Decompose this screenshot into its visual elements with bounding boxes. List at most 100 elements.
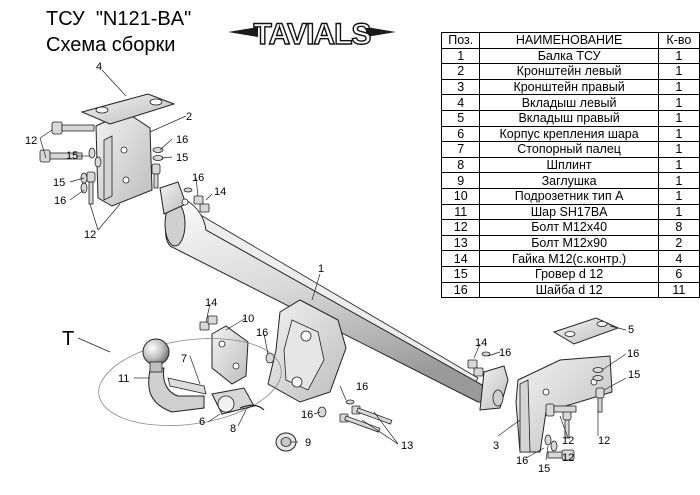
callout-13: 13 [401, 440, 413, 452]
washer-icon [544, 434, 552, 446]
cell-name: Заглушка [479, 172, 659, 189]
callout-16: 16 [356, 381, 368, 393]
callout-15: 15 [538, 463, 550, 475]
bolt-icon [545, 403, 577, 417]
callout-16: 16 [176, 134, 188, 146]
nut-icon [467, 359, 478, 369]
bolt-icon [86, 171, 96, 205]
callout-1: 1 [318, 263, 324, 275]
callout-9: 9 [305, 437, 311, 449]
callout-3: 3 [493, 440, 499, 452]
washer-icon [345, 399, 355, 405]
callout-15: 15 [53, 177, 65, 189]
callout-10: 10 [242, 313, 254, 325]
callout-14: 14 [475, 337, 487, 349]
logo-text: TAVIALS [254, 18, 371, 51]
cell-pos: 13 [440, 234, 481, 252]
callout-12: 12 [598, 435, 610, 447]
callout-12: 12 [562, 452, 574, 464]
washer-icon [80, 182, 88, 194]
washer-icon [592, 375, 604, 381]
callout-16: 16 [499, 347, 511, 359]
washer-icon [152, 147, 164, 153]
tow-ball-icon [142, 338, 170, 366]
washer-icon [94, 156, 102, 168]
col-header-name: НАИМЕНОВАНИЕ [479, 32, 659, 49]
callout-7: 7 [181, 353, 187, 365]
callout-12: 12 [562, 435, 574, 447]
nut-icon [193, 195, 204, 205]
bolt-icon [547, 449, 575, 461]
washer-icon [183, 187, 193, 193]
socket-mount-plate [211, 325, 249, 385]
washer-icon [550, 440, 558, 452]
washer-icon [317, 406, 327, 418]
callout-2: 2 [186, 111, 192, 123]
cell-name: Вкладыш правый [479, 109, 659, 127]
tow-ball-group [98, 338, 282, 426]
ball-mount-bracket [267, 299, 347, 403]
bolt-icon [562, 409, 572, 439]
callout-15: 15 [66, 150, 78, 162]
title-block: ТСУ "N121-BA" Схема сборки [46, 6, 191, 58]
tow-beam [159, 181, 501, 403]
beam-right-plate [479, 365, 509, 411]
bolt-icon [151, 163, 161, 189]
tavials-logo: TAVIALS [228, 17, 396, 52]
callout-16: 16 [301, 409, 313, 421]
callout-16: 16 [256, 327, 268, 339]
plug-cap [275, 432, 297, 452]
washer-icon [88, 147, 96, 159]
group-label-t: T [62, 328, 74, 350]
callout-5: 5 [628, 324, 634, 336]
callout-12: 12 [84, 229, 96, 241]
callout-8: 8 [230, 423, 236, 435]
bolt-icon [51, 121, 95, 135]
callout-14: 14 [214, 186, 226, 198]
cell-pos: 14 [440, 250, 481, 267]
cell-qty: 1 [657, 63, 700, 80]
cell-pos: 15 [440, 265, 481, 283]
cell-qty: 1 [657, 125, 700, 143]
bolt-icon [595, 387, 605, 413]
washer-icon [481, 351, 491, 357]
right-insert-plate [552, 317, 620, 345]
model-title: ТСУ "N121-BA" [46, 8, 192, 30]
callout-16: 16 [192, 172, 204, 184]
cell-pos: 7 [440, 141, 481, 158]
callout-6: 6 [199, 416, 205, 428]
cell-name: Кронштейн левый [479, 63, 659, 80]
left-bracket [95, 111, 153, 207]
callout-16: 16 [54, 195, 66, 207]
cell-qty: 1 [657, 203, 700, 221]
nut-icon [473, 367, 484, 377]
washer-icon [265, 352, 275, 364]
callout-14: 14 [205, 297, 217, 309]
callout-4: 4 [96, 61, 102, 73]
callout-16: 16 [516, 455, 528, 467]
left-insert-plate [80, 93, 176, 125]
cell-pos: 1 [440, 47, 481, 65]
assembly-subtitle: Схема сборки [46, 34, 176, 56]
cell-name: Шайба d 12 [479, 281, 659, 299]
nut-icon [207, 315, 218, 325]
cell-pos: 12 [440, 219, 481, 236]
cell-qty: 11 [657, 281, 700, 299]
cell-name: Вкладыш левый [479, 94, 659, 111]
long-bolt-icon [351, 405, 393, 425]
callout-15: 15 [628, 369, 640, 381]
